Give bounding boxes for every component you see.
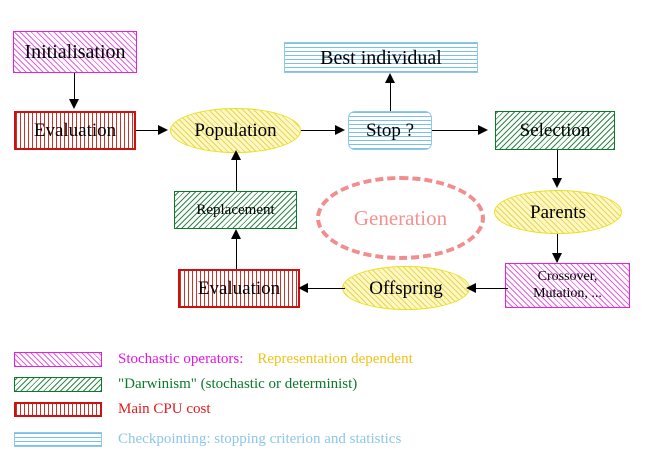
legend-row-cpu: Main CPU cost bbox=[0, 397, 670, 421]
node-stop-label: Stop ? bbox=[365, 120, 415, 141]
node-offspring[interactable]: Offspring bbox=[342, 266, 470, 310]
arrowhead-eval-to-replacement bbox=[231, 229, 241, 239]
node-stop[interactable]: Stop ? bbox=[348, 111, 432, 150]
legend-label-darwinism: "Darwinism" (stochastic or determinist) bbox=[118, 375, 358, 392]
legend-swatch-green-hatch bbox=[14, 376, 102, 392]
node-population[interactable]: Population bbox=[170, 108, 301, 153]
node-evaluation-bottom[interactable]: Evaluation bbox=[178, 269, 300, 308]
arrowhead-eval-to-population bbox=[158, 125, 168, 135]
legend-label-stochastic: Stochastic operators: bbox=[118, 350, 244, 367]
edge-eval-to-population bbox=[136, 130, 164, 131]
arrowhead-stop-to-best bbox=[385, 73, 395, 83]
arrowhead-selection-to-parents bbox=[552, 178, 562, 188]
node-selection-label: Selection bbox=[519, 120, 591, 141]
edge-crossover-to-offspring bbox=[468, 288, 508, 289]
node-replacement-label: Replacement bbox=[196, 201, 275, 218]
node-evaluation-top-label: Evaluation bbox=[33, 120, 117, 141]
node-initialisation[interactable]: Initialisation bbox=[13, 31, 137, 73]
arrowhead-init-to-eval bbox=[69, 99, 79, 109]
legend-swatch-red-vertical bbox=[14, 401, 102, 417]
node-replacement[interactable]: Replacement bbox=[174, 191, 297, 229]
node-generation: Generation bbox=[316, 176, 485, 260]
legend-label-checkpointing: Checkpointing: stopping criterion and st… bbox=[118, 430, 402, 447]
edge-init-to-eval bbox=[74, 73, 75, 101]
node-best-individual-label: Best individual bbox=[320, 46, 442, 69]
edge-parents-to-crossover bbox=[557, 234, 558, 262]
legend-label-cpu: Main CPU cost bbox=[118, 400, 211, 417]
legend-swatch-magenta-hatch bbox=[14, 351, 102, 367]
legend: Stochastic operators: Representation dep… bbox=[0, 335, 670, 465]
node-crossover-line2: Mutation, ... bbox=[533, 286, 602, 301]
node-evaluation-top[interactable]: Evaluation bbox=[14, 111, 136, 150]
legend-row-stochastic: Stochastic operators: Representation dep… bbox=[0, 347, 670, 371]
node-population-label: Population bbox=[194, 120, 277, 141]
arrowhead-crossover-to-offspring bbox=[466, 283, 476, 293]
node-crossover-mutation[interactable]: Crossover, Mutation, ... bbox=[505, 263, 630, 308]
node-crossover-line1: Crossover, bbox=[537, 269, 598, 284]
arrowhead-replacement-to-population bbox=[231, 150, 241, 160]
edge-replacement-to-population bbox=[236, 152, 237, 191]
edge-population-to-stop bbox=[301, 130, 343, 131]
arrowhead-offspring-to-eval bbox=[298, 283, 308, 293]
node-generation-label: Generation bbox=[353, 205, 448, 230]
edge-eval-to-replacement bbox=[236, 231, 237, 269]
edge-stop-to-best bbox=[390, 75, 391, 111]
legend-row-checkpointing: Checkpointing: stopping criterion and st… bbox=[0, 427, 670, 451]
node-parents-label: Parents bbox=[530, 201, 586, 223]
arrowhead-stop-to-selection bbox=[478, 125, 488, 135]
legend-row-darwinism: "Darwinism" (stochastic or determinist) bbox=[0, 372, 670, 396]
legend-label-representation: Representation dependent bbox=[257, 350, 413, 367]
arrowhead-parents-to-crossover bbox=[552, 253, 562, 263]
arrowhead-population-to-stop bbox=[335, 125, 345, 135]
legend-swatch-blue-horizontal bbox=[14, 431, 102, 447]
node-initialisation-label: Initialisation bbox=[24, 41, 126, 63]
edge-offspring-to-eval bbox=[300, 288, 345, 289]
edge-stop-to-selection bbox=[432, 130, 482, 131]
node-parents[interactable]: Parents bbox=[494, 190, 622, 234]
node-best-individual[interactable]: Best individual bbox=[284, 42, 478, 73]
node-offspring-label: Offspring bbox=[369, 277, 443, 299]
node-evaluation-bottom-label: Evaluation bbox=[197, 278, 281, 299]
edge-selection-to-parents bbox=[557, 150, 558, 180]
node-selection[interactable]: Selection bbox=[495, 111, 615, 150]
